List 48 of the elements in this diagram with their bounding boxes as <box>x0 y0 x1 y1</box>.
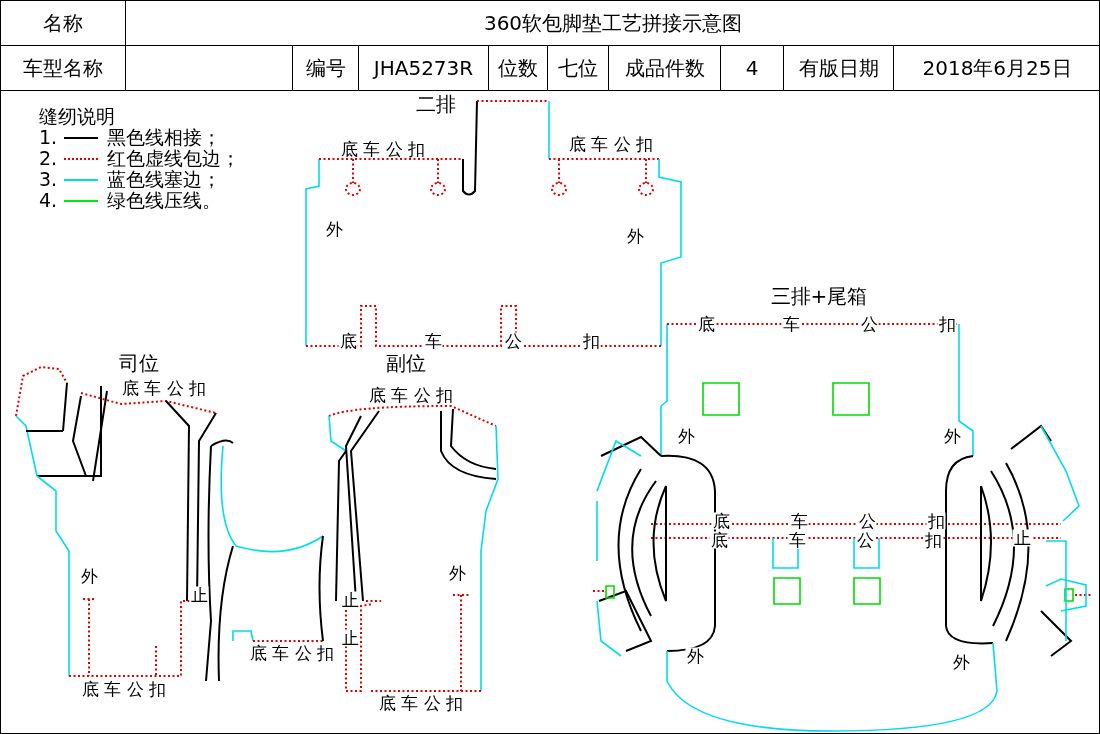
seam-label: 底 车 公 扣 <box>367 386 455 404</box>
seam-label: 公 <box>503 332 523 350</box>
seam-label: 车 <box>789 512 809 530</box>
outer-side-label: 外 <box>685 647 705 665</box>
seam-label: 车 <box>781 315 801 333</box>
legend-text: 蓝色线塞边； <box>107 170 221 189</box>
seam-label: 底 车 公 扣 <box>120 379 208 397</box>
seam-label: 止 <box>340 629 360 647</box>
seam-label: 底 车 公 扣 <box>567 135 655 153</box>
legend-title: 缝纫说明 <box>39 107 115 126</box>
seam-label: 公 <box>859 315 879 333</box>
section-title: 副位 <box>385 353 427 373</box>
outer-side-label: 外 <box>951 653 971 671</box>
seam-label: 公 <box>855 531 875 549</box>
seam-label: 止 <box>340 591 360 609</box>
legend-text: 红色虚线包边； <box>107 149 240 168</box>
seam-label: 底 车 公 扣 <box>248 644 336 662</box>
list-number: 4. <box>39 191 58 210</box>
seam-label: 底 车 公 扣 <box>80 680 168 698</box>
list-number: 3. <box>39 170 58 189</box>
seam-label: 车 <box>423 332 443 350</box>
outer-side-label: 外 <box>324 220 344 238</box>
seam-label: 底 车 公 扣 <box>339 140 427 158</box>
legend-text: 绿色线压线。 <box>107 191 221 210</box>
section-title: 三排+尾箱 <box>769 286 869 306</box>
seam-label: 底 <box>709 531 729 549</box>
seam-label: 底 车 公 扣 <box>377 694 465 712</box>
seam-label: 止 <box>1012 529 1032 547</box>
outer-side-label: 外 <box>625 227 645 245</box>
section-title: 司位 <box>118 353 160 373</box>
legend-text: 黑色线相接； <box>107 128 221 147</box>
seam-label: 扣 <box>926 512 946 530</box>
outer-side-label: 外 <box>676 427 696 445</box>
seam-label: 公 <box>857 512 877 530</box>
outer-side-label: 外 <box>447 564 467 582</box>
seam-label: 扣 <box>937 315 957 333</box>
seam-label: 扣 <box>923 531 943 549</box>
seam-label: 底 <box>711 512 731 530</box>
seam-label: 底 <box>696 315 716 333</box>
outer-side-label: 外 <box>942 427 962 445</box>
outer-side-label: 外 <box>79 567 99 585</box>
section-title: 二排 <box>415 94 457 114</box>
list-number: 2. <box>39 149 58 168</box>
seam-label: 底 <box>338 332 358 350</box>
seam-label: 扣 <box>581 332 601 350</box>
list-number: 1. <box>39 128 58 147</box>
seam-label: 止 <box>189 586 209 604</box>
seam-label: 车 <box>787 531 807 549</box>
